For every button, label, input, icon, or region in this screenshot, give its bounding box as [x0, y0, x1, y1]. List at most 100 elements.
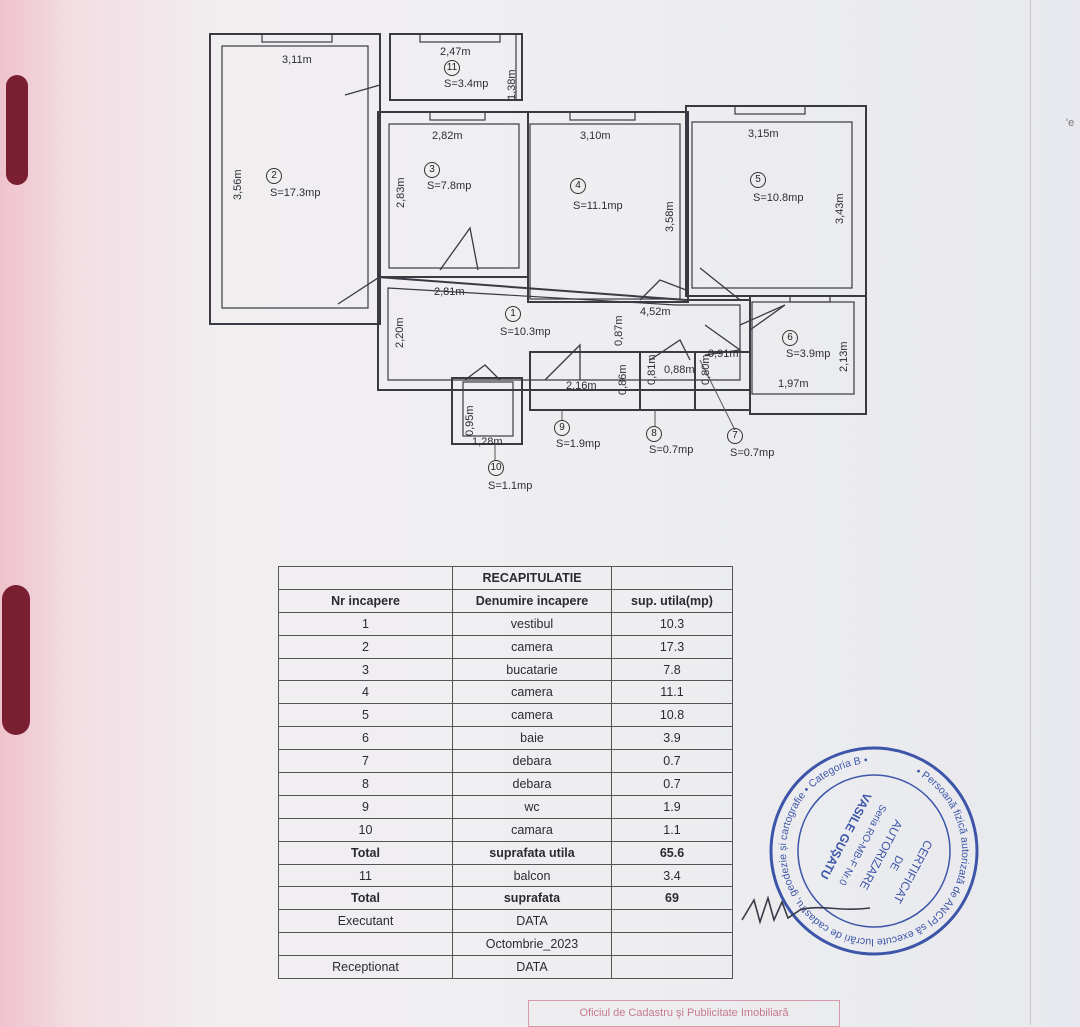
- dimension: 3,56m: [232, 169, 244, 200]
- binder-hole-bottom: [2, 585, 30, 735]
- dimension: 0,88m: [664, 364, 695, 376]
- table-cell: camera: [452, 680, 612, 705]
- room-area-10: S=1.1mp: [488, 480, 533, 492]
- dimension: 2,47m: [440, 46, 471, 58]
- table-cell: 17.3: [611, 634, 733, 659]
- table-cell: Receptionat: [278, 955, 453, 980]
- table-cell: Total: [278, 886, 453, 911]
- table-cell: 10: [278, 817, 453, 842]
- table-cell: [611, 955, 733, 980]
- table-cell: [611, 909, 733, 934]
- dimension: 1,28m: [472, 436, 503, 448]
- dimension: 3,10m: [580, 130, 611, 142]
- table-cell: 4: [278, 680, 453, 705]
- room-number-9: 9: [554, 420, 570, 436]
- table-cell: suprafata utila: [452, 840, 612, 865]
- table-cell: 10.3: [611, 611, 733, 636]
- table-cell: DATA: [452, 909, 612, 934]
- stamp-line1: CERTIFICAT: [890, 838, 935, 907]
- table-cell: 0.7: [611, 772, 733, 796]
- dimension: 4,52m: [640, 306, 671, 318]
- room-area-7: S=0.7mp: [730, 447, 775, 459]
- floor-plan: [209, 33, 867, 460]
- table-cell: 5: [278, 703, 453, 728]
- table-header: Nr incapere: [278, 588, 453, 613]
- room-number-1: 1: [505, 306, 521, 322]
- table-cell: 3: [278, 657, 453, 682]
- table-cell: vestibul: [452, 611, 612, 636]
- table-cell: Total: [278, 840, 453, 865]
- room-area-8: S=0.7mp: [649, 444, 694, 456]
- dimension: 2,82m: [432, 130, 463, 142]
- table-cell: DATA: [452, 955, 612, 980]
- table-header: Denumire incapere: [452, 588, 612, 613]
- room-number-6: 6: [782, 330, 798, 346]
- table-cell: Executant: [278, 909, 453, 934]
- table-cell: balcon: [452, 863, 612, 888]
- table-cell: 6: [278, 726, 453, 751]
- room-area-2: S=17.3mp: [270, 187, 321, 199]
- table-cell: bucatarie: [452, 657, 612, 682]
- dimension: 0,80m: [700, 354, 712, 385]
- dimension: 2,13m: [838, 341, 850, 372]
- dimension: 2,83m: [395, 177, 407, 208]
- dimension: 0,86m: [617, 364, 629, 395]
- table-cell: [278, 566, 453, 590]
- table-cell: [611, 566, 733, 590]
- table-cell: Octombrie_2023: [452, 932, 612, 957]
- dimension: 3,58m: [664, 201, 676, 232]
- table-cell: wc: [452, 794, 612, 819]
- stamp-line2: DE: [887, 853, 905, 872]
- table-cell: debara: [452, 772, 612, 796]
- table-header: sup. utila(mp): [611, 588, 733, 613]
- table-cell: [611, 932, 733, 957]
- table-cell: 8: [278, 772, 453, 796]
- table-cell: camera: [452, 634, 612, 659]
- dimension: 0,91m: [708, 348, 739, 360]
- table-cell: baie: [452, 726, 612, 751]
- room-number-7: 7: [727, 428, 743, 444]
- table-cell: 1.1: [611, 817, 733, 842]
- table-cell: 7: [278, 749, 453, 774]
- table-cell: [278, 932, 453, 957]
- room-area-5: S=10.8mp: [753, 192, 804, 204]
- table-cell: 65.6: [611, 840, 733, 865]
- table-cell: camara: [452, 817, 612, 842]
- table-cell: suprafata: [452, 886, 612, 911]
- dimension: 0,95m: [464, 405, 476, 436]
- room-area-3: S=7.8mp: [427, 180, 472, 192]
- room-number-8: 8: [646, 426, 662, 442]
- dimension: 2,81m: [434, 286, 465, 298]
- table-cell: 1: [278, 611, 453, 636]
- table-cell: debara: [452, 749, 612, 774]
- table-cell: 3.4: [611, 863, 733, 888]
- dimension: 2,16m: [566, 380, 597, 392]
- table-cell: 69: [611, 886, 733, 911]
- room-number-10: 10: [488, 460, 504, 476]
- table-cell: 1.9: [611, 794, 733, 819]
- dimension: 3,43m: [834, 193, 846, 224]
- footer-stamp: Oficiul de Cadastru şi Publicitate Imobi…: [528, 1000, 840, 1027]
- side-mark: 'e: [1066, 117, 1075, 129]
- table-cell: 0.7: [611, 749, 733, 774]
- table-cell: 11: [278, 863, 453, 888]
- room-area-4: S=11.1mp: [573, 200, 623, 212]
- signature: [741, 895, 871, 925]
- room-area-6: S=3.9mp: [786, 348, 831, 360]
- dimension: 3,15m: [748, 128, 779, 140]
- room-number-4: 4: [570, 178, 586, 194]
- room-number-2: 2: [266, 168, 282, 184]
